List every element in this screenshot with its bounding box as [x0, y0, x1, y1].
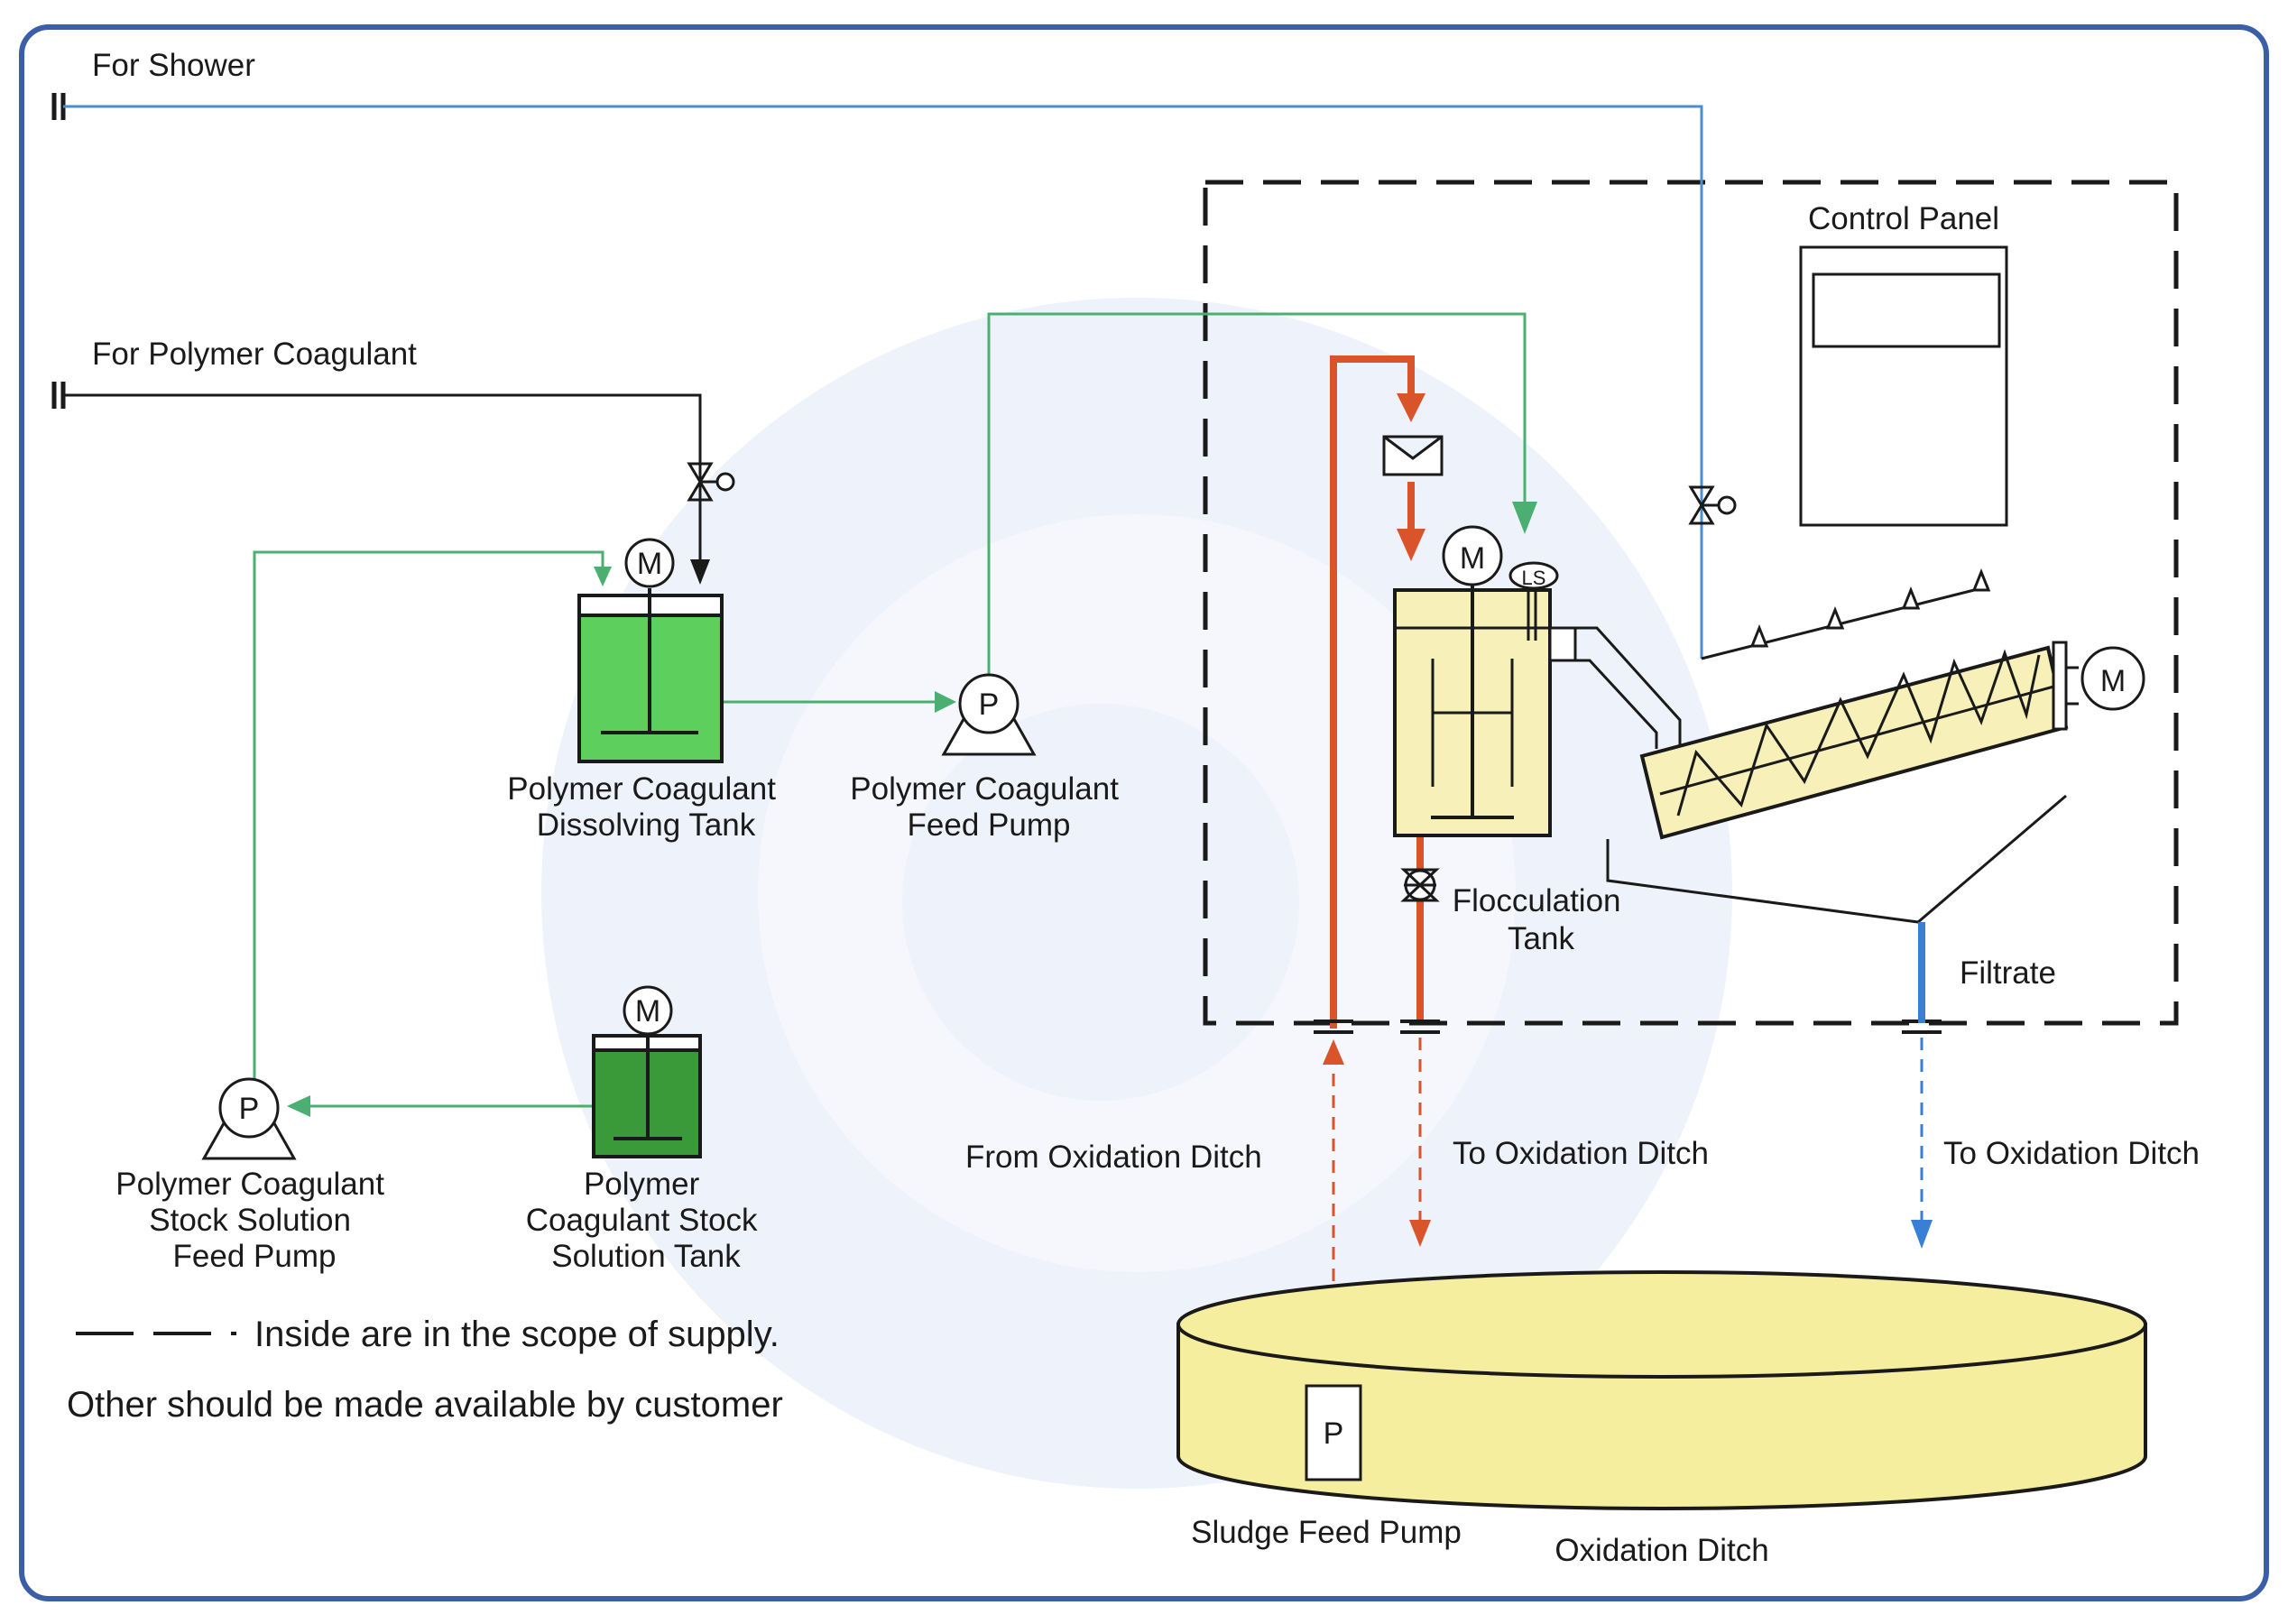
dissolving-tank-motor-icon [624, 538, 675, 588]
flocculation-tank: M LS [1393, 525, 1682, 837]
stock-feed-pump-label: Polymer Coagulant Stock Solution Feed Pu… [115, 1167, 392, 1274]
drain-valve-icon [1400, 868, 1440, 902]
screw-press-motor-label: M [2100, 664, 2126, 698]
flocculation-motor-icon [1442, 525, 1503, 586]
feed-pump-label: Polymer Coagulant Feed Pump [850, 771, 1127, 843]
stock-tank-motor-label: M [635, 994, 660, 1029]
flocculation-tank-label: Flocculation Tank [1453, 883, 1630, 956]
shower-valve-icon [1688, 485, 1737, 525]
to-oxidation-ditch-filtrate-label: To Oxidation Ditch [1943, 1136, 2200, 1171]
level-switch-icon [1508, 561, 1559, 590]
oxidation-ditch-label: Oxidation Ditch [1555, 1533, 1768, 1568]
dissolving-tank-motor-label: M [637, 547, 662, 581]
sludge-feed-pump-symbol: P [1324, 1416, 1344, 1451]
filtrate-label: Filtrate [1960, 955, 2056, 991]
sludge-feed-pump [1305, 1384, 1362, 1481]
sludge-lines [1314, 355, 1942, 1389]
control-panel-display [1812, 272, 2001, 348]
shower-water-line [51, 93, 1991, 660]
dissolving-tank-label: Polymer Coagulant Dissolving Tank [507, 771, 784, 843]
outer-frame [19, 24, 2269, 1601]
stock-tank: M [592, 985, 702, 1158]
control-panel [1799, 245, 2008, 527]
screw-press: M [1606, 641, 2145, 924]
filtrate-line [1911, 922, 1933, 1249]
legend-scope-note: Inside are in the scope of supply. [254, 1315, 780, 1354]
for-polymer-coagulant-label: For Polymer Coagulant [92, 337, 417, 372]
level-switch-label: LS [1522, 567, 1546, 589]
for-shower-label: For Shower [92, 48, 255, 83]
dissolving-tank: M [577, 538, 724, 763]
stock-tank-label: Polymer Coagulant Stock Solution Tank [526, 1167, 767, 1274]
scope-of-supply-box [1203, 180, 2179, 1026]
feed-pump: P [941, 673, 1037, 756]
stock-tank-motor-icon [623, 985, 673, 1036]
feed-pump-symbol: P [979, 687, 1000, 722]
legend: Inside are in the scope of supply. Other… [67, 1315, 783, 1425]
polymer-solution-lines [253, 312, 1537, 1117]
flocculation-motor-label: M [1460, 541, 1485, 576]
sludge-mixer [1382, 435, 1444, 476]
stock-feed-pump-symbol: P [239, 1092, 260, 1126]
polymer-water-line [51, 382, 735, 585]
shower-nozzles [1749, 567, 1991, 648]
to-oxidation-ditch-sludge-label: To Oxidation Ditch [1453, 1136, 1709, 1171]
screw-flights [1659, 649, 2058, 817]
screw-press-motor-icon [2080, 646, 2145, 711]
legend-customer-note: Other should be made available by custom… [67, 1385, 783, 1425]
stock-feed-pump: P [201, 1077, 297, 1160]
oxidation-ditch: P [1176, 1270, 2147, 1510]
from-oxidation-ditch-label: From Oxidation Ditch [965, 1140, 1262, 1175]
sludge-feed-pump-label: Sludge Feed Pump [1191, 1515, 1462, 1550]
polymer-valve-icon [687, 462, 735, 502]
control-panel-label: Control Panel [1808, 201, 1999, 236]
